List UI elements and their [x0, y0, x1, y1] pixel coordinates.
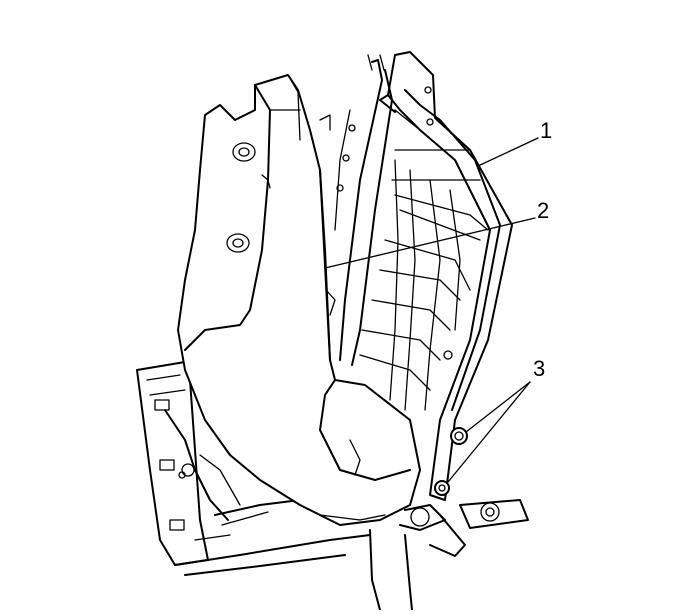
seat-back-cover [177, 74, 421, 526]
seat-track-frame [136, 361, 371, 576]
seat-back-frame [379, 51, 513, 501]
callout-3: 3 [533, 356, 546, 381]
seat-back-bolts [434, 427, 468, 496]
callout-1: 1 [540, 118, 553, 143]
leader-lines [324, 137, 539, 483]
callout-2: 2 [537, 198, 550, 223]
seat-back-springs [319, 54, 489, 411]
seat-track-right [369, 499, 529, 611]
